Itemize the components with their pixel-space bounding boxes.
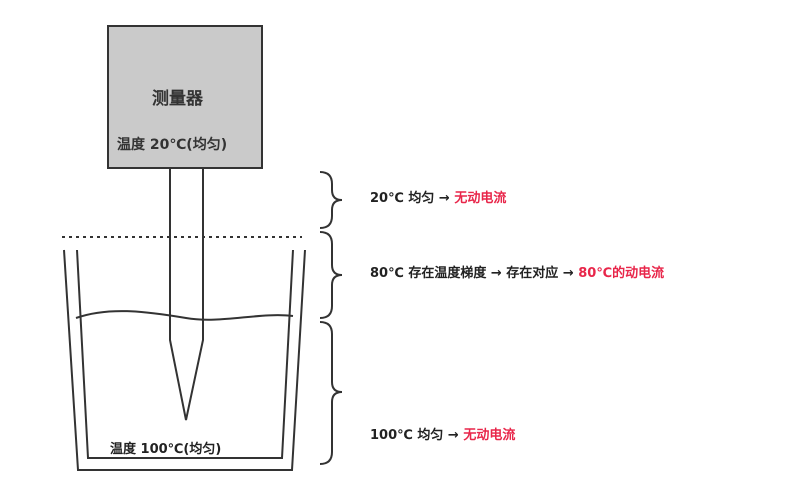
brace-bottom xyxy=(319,321,343,465)
annotation-result: 无动电流 xyxy=(454,191,507,206)
brace-middle xyxy=(319,231,343,319)
water-surface xyxy=(75,310,294,321)
annotation-20c: 20℃ 均匀 → 无动电流 xyxy=(370,187,506,206)
annotation-text: 20℃ 均匀 → xyxy=(370,191,455,206)
beaker-temperature-label: 温度 100℃(均匀) xyxy=(110,442,222,457)
probe xyxy=(169,168,204,421)
meter-title: 测量器 xyxy=(152,89,203,109)
annotation-80c: 80℃ 存在温度梯度 → 存在对应 → 80℃的动电流 xyxy=(370,262,664,281)
measuring-device-box xyxy=(107,25,263,169)
brace-top xyxy=(319,171,343,229)
annotation-result: 无动电流 xyxy=(463,428,516,443)
meter-temperature-label: 温度 20℃(均匀) xyxy=(117,137,228,153)
annotation-text: 100℃ 均匀 → xyxy=(370,428,464,443)
annotation-100c: 100℃ 均匀 → 无动电流 xyxy=(370,424,515,443)
beaker-outer xyxy=(63,249,306,471)
beaker-inner xyxy=(76,249,294,459)
annotation-text: 80℃ 存在温度梯度 → 存在对应 → xyxy=(370,266,579,281)
annotation-result: 80℃的动电流 xyxy=(578,266,665,281)
